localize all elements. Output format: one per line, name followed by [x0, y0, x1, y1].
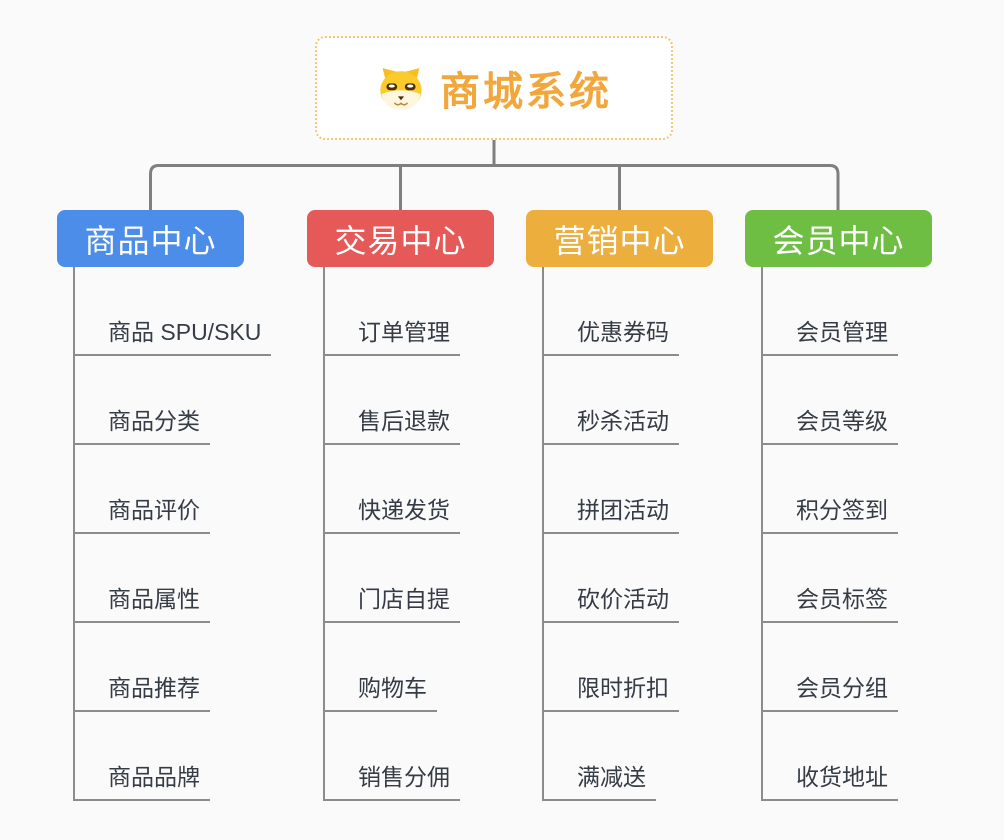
branch-rail-line	[149, 164, 840, 210]
branch-children: 优惠券码 秒杀活动 拼团活动 砍价活动 限时折扣 满减送	[542, 267, 804, 801]
leaf-topic[interactable]: 门店自提	[325, 534, 585, 623]
leaf-topic-label: 砍价活动	[544, 580, 679, 623]
leaf-topic-label: 会员等级	[763, 402, 898, 445]
dog-face-icon	[376, 65, 426, 111]
leaf-topic-label: 商品属性	[75, 580, 210, 623]
leaf-topic-label: 会员管理	[763, 313, 898, 356]
leaf-topic[interactable]: 商品推荐	[75, 623, 335, 712]
branch-product-center: 商品中心 商品 SPU/SKU 商品分类 商品评价 商品属性 商品推荐 商品品牌	[57, 210, 272, 801]
branch-member-center: 会员中心 会员管理 会员等级 积分签到 会员标签 会员分组 收货地址	[745, 210, 932, 801]
leaf-topic-label: 商品推荐	[75, 669, 210, 712]
leaf-topic-label: 会员标签	[763, 580, 898, 623]
leaf-topic[interactable]: 商品分类	[75, 356, 335, 445]
leaf-topic-label: 购物车	[325, 669, 437, 712]
leaf-topic[interactable]: 积分签到	[763, 445, 1004, 534]
branch-marketing-center: 营销中心 优惠券码 秒杀活动 拼团活动 砍价活动 限时折扣 满减送	[526, 210, 713, 801]
leaf-topic-label: 订单管理	[325, 313, 460, 356]
leaf-topic-label: 销售分佣	[325, 758, 460, 801]
leaf-topic[interactable]: 会员标签	[763, 534, 1004, 623]
leaf-topic[interactable]: 满减送	[544, 712, 804, 801]
leaf-topic[interactable]: 快递发货	[325, 445, 585, 534]
leaf-topic[interactable]: 会员等级	[763, 356, 1004, 445]
leaf-topic-label: 门店自提	[325, 580, 460, 623]
leaf-topic-label: 秒杀活动	[544, 402, 679, 445]
leaf-topic-label: 快递发货	[325, 491, 460, 534]
leaf-topic-label: 拼团活动	[544, 491, 679, 534]
leaf-topic-label: 售后退款	[325, 402, 460, 445]
leaf-topic[interactable]: 订单管理	[325, 267, 585, 356]
leaf-topic-label: 商品 SPU/SKU	[75, 313, 272, 356]
root-topic[interactable]: 商城系统	[315, 36, 673, 140]
leaf-topic[interactable]: 限时折扣	[544, 623, 804, 712]
leaf-topic-label: 积分签到	[763, 491, 898, 534]
leaf-topic[interactable]: 销售分佣	[325, 712, 585, 801]
branch-topic[interactable]: 交易中心	[307, 210, 494, 267]
leaf-topic[interactable]: 优惠券码	[544, 267, 804, 356]
leaf-topic[interactable]: 会员管理	[763, 267, 1004, 356]
leaf-topic-label: 会员分组	[763, 669, 898, 712]
leaf-topic[interactable]: 商品品牌	[75, 712, 335, 801]
branch-children: 会员管理 会员等级 积分签到 会员标签 会员分组 收货地址	[761, 267, 1004, 801]
root-topic-label: 商城系统	[440, 70, 612, 114]
leaf-topic-label: 优惠券码	[544, 313, 679, 356]
leaf-topic-label: 商品评价	[75, 491, 210, 534]
leaf-topic-label: 商品品牌	[75, 758, 210, 801]
branch-children: 商品 SPU/SKU 商品分类 商品评价 商品属性 商品推荐 商品品牌	[73, 267, 335, 801]
branch-children: 订单管理 售后退款 快递发货 门店自提 购物车 销售分佣	[323, 267, 585, 801]
leaf-topic[interactable]: 商品属性	[75, 534, 335, 623]
leaf-topic-label: 收货地址	[763, 758, 898, 801]
leaf-topic-label: 商品分类	[75, 402, 210, 445]
leaf-topic[interactable]: 秒杀活动	[544, 356, 804, 445]
branch-trade-center: 交易中心 订单管理 售后退款 快递发货 门店自提 购物车 销售分佣	[307, 210, 494, 801]
leaf-topic[interactable]: 收货地址	[763, 712, 1004, 801]
leaf-topic[interactable]: 商品 SPU/SKU	[75, 267, 335, 356]
leaf-topic[interactable]: 会员分组	[763, 623, 1004, 712]
branch-topic[interactable]: 会员中心	[745, 210, 932, 267]
leaf-topic[interactable]: 商品评价	[75, 445, 335, 534]
leaf-topic-label: 满减送	[544, 758, 656, 801]
leaf-topic[interactable]: 售后退款	[325, 356, 585, 445]
leaf-topic[interactable]: 砍价活动	[544, 534, 804, 623]
leaf-topic-label: 限时折扣	[544, 669, 679, 712]
branch-topic[interactable]: 营销中心	[526, 210, 713, 267]
leaf-topic[interactable]: 拼团活动	[544, 445, 804, 534]
leaf-topic[interactable]: 购物车	[325, 623, 585, 712]
branch-topic[interactable]: 商品中心	[57, 210, 244, 267]
